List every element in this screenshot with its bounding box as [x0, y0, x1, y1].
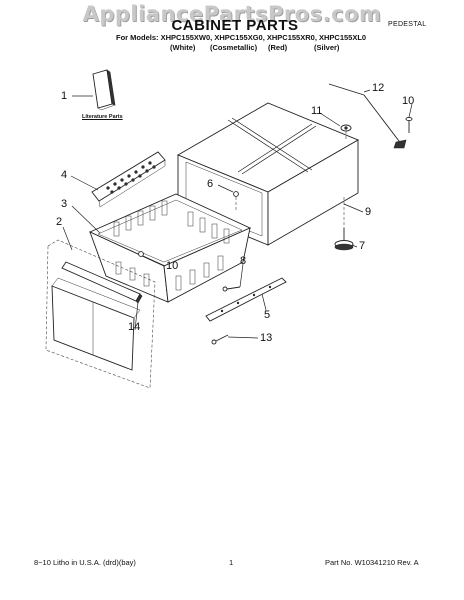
literature-booklet	[92, 69, 116, 111]
drawer-slide-rail	[205, 277, 287, 322]
rail-screw-upper	[222, 286, 241, 292]
footer-page-number: 1	[229, 558, 234, 567]
drawer-basket	[88, 193, 252, 303]
callout-8: 8	[240, 255, 247, 267]
watermark: AppliancePartsPros.com	[82, 2, 382, 26]
callout-5: 5	[264, 309, 271, 321]
callout-4: 4	[61, 169, 68, 181]
leader-lines	[62, 89, 413, 339]
callout-13: 13	[260, 332, 273, 344]
variant-cosmetallic: (Cosmetallic)	[210, 43, 258, 52]
callout-1: 1	[61, 90, 68, 102]
bracket-screw	[405, 116, 413, 133]
callout-2: 2	[56, 216, 63, 228]
callout-10-basket: 10	[166, 260, 179, 272]
callout-9: 9	[365, 206, 372, 218]
callout-3: 3	[61, 198, 68, 210]
rail-screw-lower	[211, 334, 229, 345]
models-line: For Models: XHPC155XW0, XHPC155XG0, XHPC…	[116, 33, 367, 42]
cabinet-screw	[233, 191, 239, 210]
footer-part-number: Part No. W10341210 Rev. A	[325, 558, 419, 567]
anti-tip-rod	[328, 83, 407, 149]
footer-litho: 8−10 Litho in U.S.A. (drd)(bay)	[34, 558, 136, 567]
variant-white: (White)	[170, 43, 196, 52]
page-title: CABINET PARTS	[171, 17, 299, 34]
leveling-leg	[334, 197, 354, 251]
callout-11: 11	[311, 105, 323, 117]
callout-10-top: 10	[402, 95, 415, 107]
pedestal-cabinet	[176, 102, 360, 246]
literature-parts-label: Literature Parts	[82, 114, 123, 120]
section-label: PEDESTAL	[388, 21, 427, 28]
callout-7: 7	[359, 240, 366, 252]
basket-screw	[138, 251, 144, 257]
grille-panel	[91, 151, 166, 208]
variant-red: (Red)	[268, 43, 288, 52]
callout-14: 14	[128, 321, 141, 333]
drawer-handle	[61, 261, 143, 304]
callout-6: 6	[207, 178, 214, 190]
top-fastener	[340, 124, 352, 140]
variant-silver: (Silver)	[314, 43, 340, 52]
drawer-front	[45, 239, 156, 389]
callout-12: 12	[372, 82, 385, 94]
